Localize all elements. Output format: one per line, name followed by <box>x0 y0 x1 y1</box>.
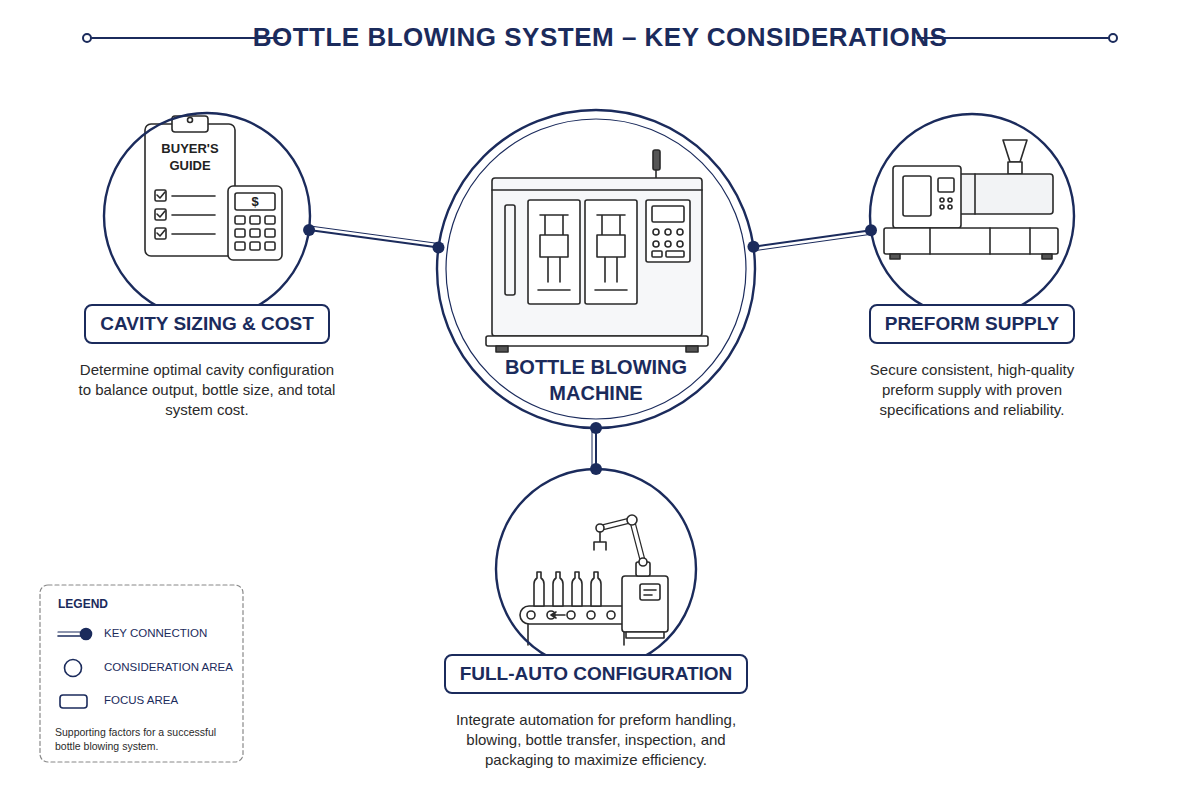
machine-label: BOTTLE BLOWING MACHINE <box>486 354 706 406</box>
consideration-node: FULL-AUTO CONFIGURATION Integrate automat… <box>416 469 776 800</box>
connector-line <box>595 428 597 469</box>
circle-outline <box>435 108 757 430</box>
description-text: Integrate automation for preform handlin… <box>431 710 761 770</box>
legend-note: Supporting factors for a successful bott… <box>55 725 235 753</box>
legend-text: KEY CONNECTION <box>104 627 207 639</box>
consideration-node: BOTTLE BLOWING MACHINE <box>416 110 776 568</box>
focus-heading: PREFORM SUPPLY <box>869 304 1076 344</box>
connector-line <box>310 226 439 244</box>
circle-border <box>496 469 696 669</box>
key-connection <box>303 224 444 254</box>
focus-heading: CAVITY SIZING & COST <box>84 304 330 344</box>
legend-text: FOCUS AREA <box>104 694 178 706</box>
key-connection <box>590 422 602 475</box>
description-text: Secure consistent, high-quality preform … <box>856 360 1088 420</box>
circle-border <box>870 114 1074 318</box>
icon-text: BUYER'S GUIDE <box>150 140 230 174</box>
circle-border <box>104 113 310 319</box>
description-text: Determine optimal cavity configuration t… <box>72 360 342 420</box>
legend-title: LEGEND <box>58 597 228 612</box>
diagram-title: BOTTLE BLOWING SYSTEM – KEY CONSIDERATIO… <box>0 22 1200 53</box>
preform-machine-icon <box>884 140 1058 259</box>
automation-icon <box>520 515 668 645</box>
connector-line <box>309 230 438 248</box>
inner-ring <box>446 119 746 419</box>
focus-heading: FULL-AUTO CONFIGURATION <box>444 654 749 694</box>
buyers-guide-icon <box>145 116 282 260</box>
circle-border <box>437 110 755 428</box>
consideration-node: PREFORM SUPPLY Secure consistent, high-qu… <box>792 114 1152 458</box>
connector-line <box>754 234 872 251</box>
icon-text: $ <box>235 193 275 210</box>
legend-frame <box>40 585 243 762</box>
connector-line <box>753 230 871 247</box>
blowing-machine-icon <box>486 150 708 352</box>
circle-outline <box>868 112 1076 320</box>
key-connection <box>747 224 877 253</box>
circle-outline <box>494 467 698 671</box>
connector-line <box>592 428 593 469</box>
legend-text: CONSIDERATION AREA <box>104 661 233 673</box>
